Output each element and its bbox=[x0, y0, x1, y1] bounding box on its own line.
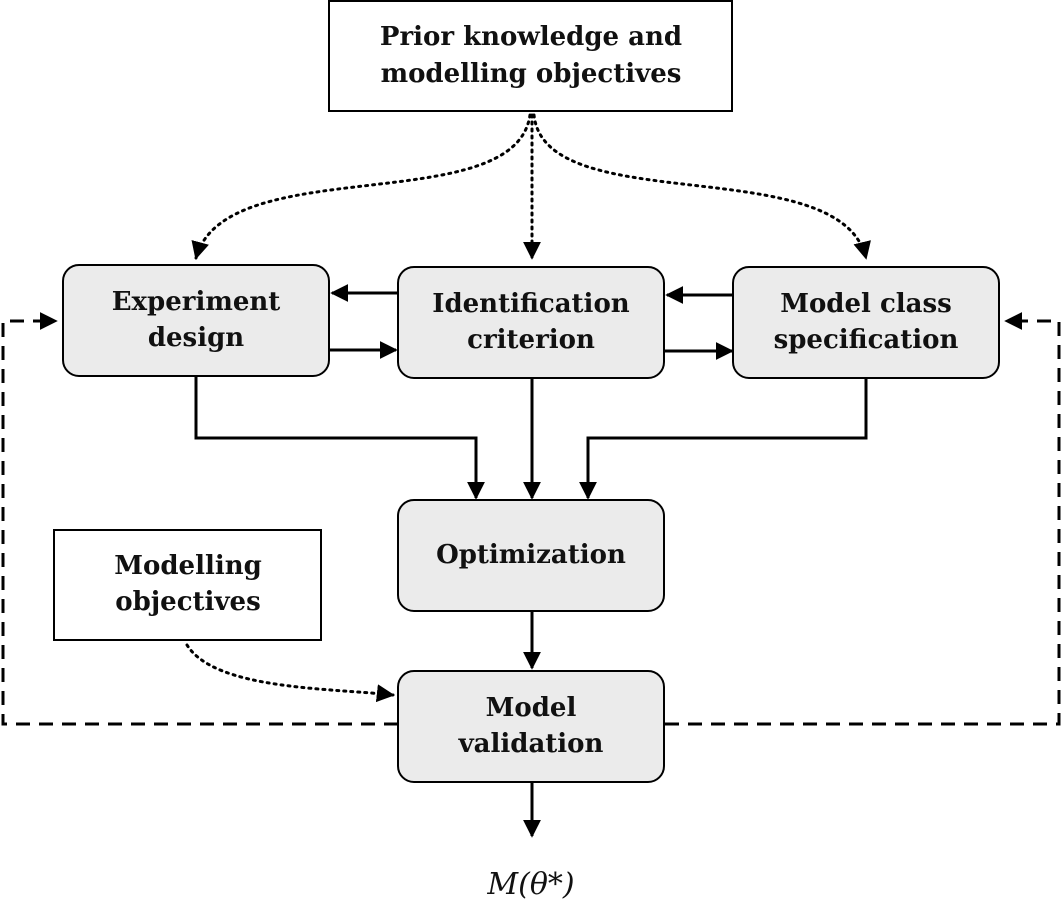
model-class-line-1: Model class bbox=[780, 289, 952, 319]
arrow-modelclass-to-optimization bbox=[579, 378, 868, 500]
dotted-arrow-objectives-to-validation bbox=[185, 643, 395, 703]
prior-knowledge-box: Prior knowledge and modelling objectives bbox=[328, 0, 733, 112]
dotted-arrow-prior-to-experiment bbox=[191, 113, 532, 260]
optimization-box: Optimization bbox=[397, 499, 665, 612]
optimization-label: Optimization bbox=[436, 540, 626, 570]
modelling-objectives-line-1: Modelling bbox=[114, 551, 262, 581]
experiment-design-box: Experiment design bbox=[62, 264, 330, 377]
model-class-line-2: specification bbox=[774, 325, 959, 355]
modelling-objectives-line-2: objectives bbox=[115, 587, 260, 617]
dotted-arrow-prior-to-modelclass bbox=[532, 113, 871, 260]
model-validation-line-2: validation bbox=[458, 729, 604, 759]
feedback-dashed-left bbox=[1, 312, 398, 726]
identification-criterion-line-1: Identification bbox=[432, 289, 629, 319]
prior-knowledge-line-1: Prior knowledge and bbox=[380, 22, 682, 52]
model-class-specification-box: Model class specification bbox=[732, 266, 1000, 379]
arrow-experiment-to-optimization bbox=[194, 377, 485, 500]
identification-criterion-line-2: criterion bbox=[467, 325, 595, 355]
experiment-design-line-1: Experiment bbox=[112, 287, 281, 317]
output-label: M(θ*) bbox=[486, 867, 574, 902]
feedback-dashed-right bbox=[665, 312, 1061, 726]
prior-knowledge-line-2: modelling objectives bbox=[381, 59, 682, 89]
identification-criterion-box: Identification criterion bbox=[397, 266, 665, 379]
model-validation-line-1: Model bbox=[486, 693, 577, 723]
experiment-design-line-2: design bbox=[148, 323, 244, 353]
modelling-objectives-box: Modelling objectives bbox=[53, 529, 322, 641]
model-validation-box: Model validation bbox=[397, 670, 665, 783]
